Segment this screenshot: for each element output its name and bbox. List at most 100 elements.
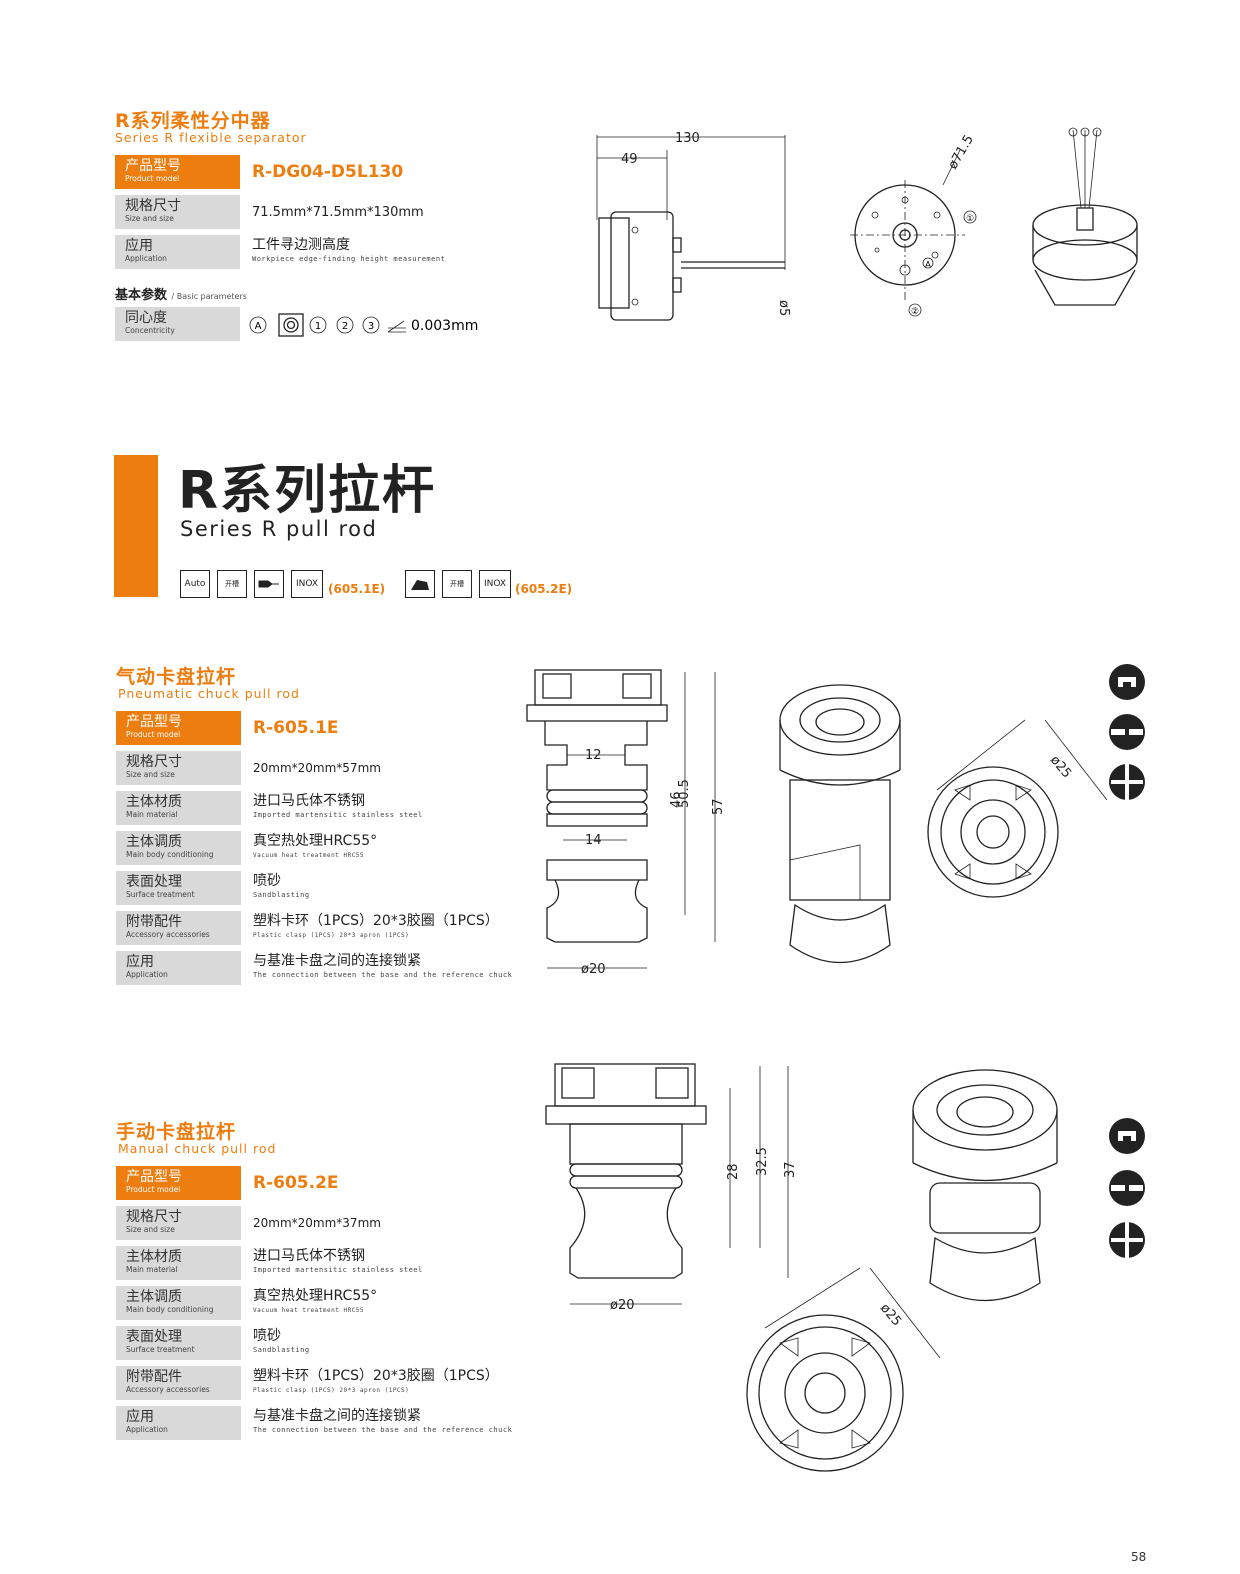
application-value-en: Workpiece edge-finding height measuremen…: [252, 255, 446, 263]
concentricity-symbols: A 1 2 3 0.003mm: [249, 313, 478, 337]
spec-label-en: Size and size: [126, 770, 175, 779]
surface-value: 喷砂: [253, 1328, 281, 1344]
datum-1-symbol: 1: [315, 321, 321, 332]
datum-a-symbol: A: [255, 321, 262, 332]
spec-label: 主体材质: [126, 1249, 182, 1265]
manual-side-view: ø20 28 32.5 37: [545, 1063, 798, 1313]
manual-subtitle: Manual chuck pull rod: [118, 1141, 277, 1156]
dim-d5: ø5: [776, 300, 791, 316]
dim-14: 14: [585, 833, 602, 848]
conditioning-value: 真空热处理HRC55°: [253, 1288, 378, 1304]
spec-label-en: Surface treatment: [126, 1345, 195, 1354]
manual-orientation-icons: [1109, 1118, 1145, 1258]
slot-icon: 开槽: [217, 570, 247, 598]
basic-params-cn: 基本参数: [115, 288, 168, 303]
section-accent-bar: [114, 455, 158, 597]
spec-label-en: Application: [126, 970, 168, 979]
pullrod-subtitle: Series R pull rod: [180, 517, 378, 541]
page-number: 58: [1131, 1550, 1147, 1564]
application-value: 工件寻边测高度: [252, 237, 350, 253]
material-value: 进口马氏体不锈钢: [253, 793, 365, 809]
spec-label: 规格尺寸: [126, 754, 182, 770]
spec-label-en: Application: [126, 1425, 168, 1434]
manual-iso-view: [912, 1069, 1058, 1302]
conditioning-value: 真空热处理HRC55°: [253, 833, 378, 849]
less-equal-icon: [387, 320, 406, 333]
spec-label-en: Application: [125, 254, 167, 263]
manual-bottom-view: ø25: [746, 1267, 941, 1472]
spec-label-en: Product model: [126, 1185, 181, 1194]
manual-title: 手动卡盘拉杆: [116, 1121, 237, 1143]
material-value-en: Imported martensitic stainless steel: [253, 1266, 423, 1274]
accessories-value-en: Plastic clasp (1PCS) 20*3 apron (1PCS): [253, 1387, 410, 1394]
datum-a-callout: A: [925, 260, 931, 269]
separator-top-view: ø71.5 ① ② A: [850, 133, 977, 317]
spec-label-en: Surface treatment: [126, 890, 195, 899]
accessories-value: 塑料卡环（1PCS）20*3胶圈（1PCS）: [253, 1368, 499, 1384]
pneumatic-side-view: 12 14 ø20 46 50.5 57: [526, 669, 726, 977]
dim-d25: ø25: [1047, 753, 1074, 781]
size-value: 71.5mm*71.5mm*130mm: [252, 205, 424, 220]
dim-49: 49: [621, 152, 638, 167]
code-605-1e: (605.1E): [328, 582, 386, 596]
model-value: R-605.2E: [253, 1173, 339, 1193]
spec-label-en: Accessory accessories: [126, 1385, 210, 1394]
spec-label-en: Main body conditioning: [126, 850, 214, 859]
pneumatic-icon: [254, 570, 284, 598]
inox-icon: INOX: [291, 570, 323, 598]
spec-label-en: Product model: [125, 174, 180, 183]
dim-d71-5: ø71.5: [945, 133, 976, 172]
dim-50-5: 50.5: [677, 779, 692, 808]
pneumatic-subtitle: Pneumatic chuck pull rod: [118, 686, 300, 701]
pneumatic-drawings: 12 14 ø20 46 50.5 57 ø25: [526, 664, 1145, 977]
pneumatic-iso-view: [779, 684, 901, 964]
model-value: R-605.1E: [253, 718, 339, 738]
dim-d20: ø20: [610, 1298, 635, 1313]
spec-label: 应用: [126, 1409, 154, 1425]
basic-params-en: / Basic parameters: [171, 292, 247, 301]
separator-side-view: 130 49 ø5: [596, 131, 791, 321]
spec-label-en: Size and size: [125, 214, 174, 223]
dim-37: 37: [783, 1161, 798, 1178]
pneumatic-title: 气动卡盘拉杆: [116, 666, 237, 688]
size-value: 20mm*20mm*37mm: [253, 1216, 381, 1230]
spec-label-en: Size and size: [126, 1225, 175, 1234]
pneumatic-orientation-icons: [1109, 664, 1145, 800]
dim-28: 28: [726, 1163, 741, 1180]
conditioning-value-en: Vacuum heat treatment HRC55: [253, 852, 365, 859]
slot-icon-2: 开槽: [442, 570, 472, 598]
spec-label: 应用: [126, 954, 154, 970]
manual-drawings: ø20 28 32.5 37 ø25: [545, 1063, 1145, 1472]
spec-label-en: Main material: [126, 1265, 178, 1274]
spec-label: 产品型号: [126, 714, 182, 730]
separator-subtitle: Series R flexible separator: [115, 130, 307, 145]
basic-params-heading: 基本参数 / Basic parameters: [115, 284, 247, 303]
material-value-en: Imported martensitic stainless steel: [253, 811, 423, 819]
spec-label-en: Main body conditioning: [126, 1305, 214, 1314]
accessories-value-en: Plastic clasp (1PCS) 20*3 apron (1PCS): [253, 932, 410, 939]
spec-label-en: Product model: [126, 730, 181, 739]
separator-drawings: 130 49 ø5 ø71.5 ① ② A: [596, 127, 1138, 321]
separator-iso-view: [1032, 127, 1138, 306]
spec-label: 规格尺寸: [126, 1209, 182, 1225]
spec-label: 同心度: [125, 310, 167, 326]
dim-130: 130: [675, 131, 700, 146]
spec-label: 主体调质: [126, 1289, 182, 1305]
spec-label: 产品型号: [125, 158, 181, 174]
dim-12: 12: [585, 748, 602, 763]
spec-label-en: Concentricity: [125, 326, 175, 335]
dim-57: 57: [711, 798, 726, 815]
